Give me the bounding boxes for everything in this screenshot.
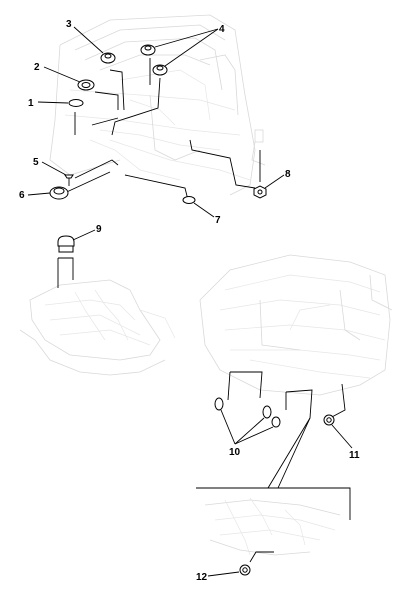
large-dome-plug-icon xyxy=(49,186,69,200)
callout-2: 2 xyxy=(34,62,81,83)
dome-plug-icon xyxy=(140,44,156,56)
round-grommet-icon xyxy=(323,414,335,426)
engine-outline xyxy=(19,279,176,376)
callout-3: 3 xyxy=(66,19,104,54)
flat-oval-plug-icon xyxy=(68,99,84,107)
tall-cap-icon xyxy=(57,235,75,253)
oval-plug-icon xyxy=(214,397,224,411)
svg-text:1: 1 xyxy=(28,98,34,109)
svg-text:9: 9 xyxy=(96,224,102,235)
round-grommet-icon xyxy=(239,564,251,576)
engine-leader-path xyxy=(57,257,74,288)
callout-11: 11 xyxy=(331,424,360,461)
svg-text:3: 3 xyxy=(66,19,72,30)
detail-zoom-lines xyxy=(267,417,311,489)
callout-9: 9 xyxy=(72,224,102,241)
dome-plug-icon xyxy=(100,52,116,64)
upper-leader-paths xyxy=(57,58,261,201)
push-pin-icon xyxy=(64,174,74,186)
oval-plug-icon xyxy=(271,416,281,428)
detail-leader-path xyxy=(249,551,274,563)
ring-grommet-icon xyxy=(77,79,95,91)
chassis-outline xyxy=(199,254,393,396)
callout-8: 8 xyxy=(264,169,291,189)
callout-6: 6 xyxy=(19,190,51,201)
svg-text:2: 2 xyxy=(34,62,40,73)
dome-plug-icon xyxy=(152,64,168,76)
callout-4: 4 xyxy=(154,24,225,67)
flat-oval-plug-icon xyxy=(182,196,196,204)
svg-text:11: 11 xyxy=(349,450,360,461)
detail-frame xyxy=(196,487,351,520)
callout-7: 7 xyxy=(193,202,221,226)
detail-outline xyxy=(204,497,341,556)
svg-text:5: 5 xyxy=(33,157,39,168)
svg-text:7: 7 xyxy=(215,215,221,226)
svg-text:12: 12 xyxy=(196,572,208,583)
callout-12: 12 xyxy=(196,571,240,583)
svg-text:6: 6 xyxy=(19,190,25,201)
svg-text:10: 10 xyxy=(229,447,241,458)
chassis-leader-paths xyxy=(227,371,346,419)
svg-text:8: 8 xyxy=(285,169,291,180)
svg-text:4: 4 xyxy=(219,24,225,35)
callout-10: 10 xyxy=(220,409,274,458)
hex-plug-icon xyxy=(253,185,267,199)
callout-1: 1 xyxy=(28,98,69,109)
callout-5: 5 xyxy=(33,157,67,176)
oval-plug-icon xyxy=(262,405,272,419)
